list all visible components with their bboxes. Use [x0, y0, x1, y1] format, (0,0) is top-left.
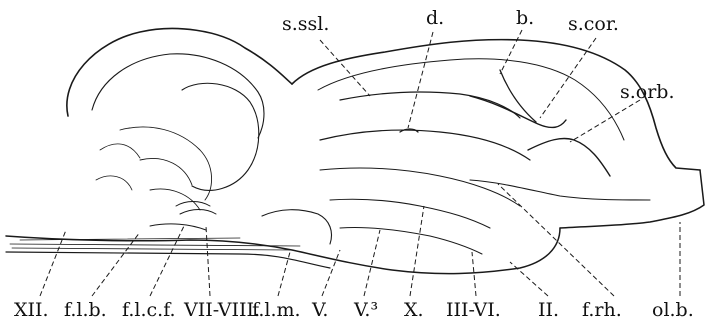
label-sorb: s.orb. — [620, 81, 675, 103]
cerebellum-folia-3 — [96, 144, 140, 190]
leader-v3 — [364, 230, 380, 296]
leader-b — [500, 30, 522, 74]
cerebellum-folia-2 — [140, 158, 200, 210]
temporal-fold-1 — [320, 168, 520, 206]
leader-flb — [92, 232, 140, 296]
leader-ii — [510, 262, 548, 296]
label-b: b. — [516, 7, 534, 29]
label-frh: f.rh. — [582, 299, 622, 321]
cerebellum-inner-fold — [92, 54, 264, 138]
label-sssl: s.ssl. — [282, 13, 329, 35]
label-vii-viii: VII-VIII. — [183, 299, 260, 321]
sulcus-lateral — [320, 130, 530, 160]
rhinal-fold — [470, 180, 650, 200]
label-flm: f.l.m. — [252, 299, 301, 321]
cerebrum-dorsal-inner — [318, 59, 624, 140]
leader-scor — [540, 38, 596, 118]
label-ii: II. — [538, 299, 559, 321]
bottom-labels: XII. f.l.b. f.l.c.f. VII-VIII. f.l.m. V.… — [14, 299, 694, 321]
label-flcf: f.l.c.f. — [122, 299, 176, 321]
hindbrain-nerve-roots — [150, 202, 216, 231]
sulcus-suprasylvian — [340, 92, 520, 118]
leader-vii-viii — [206, 226, 210, 296]
olfactory-bulb-outline — [560, 170, 704, 228]
leader-x — [410, 206, 424, 296]
leader-flcf — [150, 226, 184, 296]
cerebellum-lobe — [182, 83, 259, 190]
top-labels: s.ssl. d. b. s.cor. s.orb. — [282, 7, 675, 103]
label-d: d. — [426, 7, 444, 29]
temporal-fold-2 — [330, 199, 490, 228]
leader-sssl — [320, 40, 370, 96]
label-scor: s.cor. — [568, 13, 619, 35]
brain-drawing — [6, 29, 704, 274]
leader-iii-vi — [472, 252, 476, 296]
sulcus-orbital — [528, 138, 610, 176]
brain-ventral-outline — [6, 228, 560, 274]
label-iii-vi: III-VI. — [446, 299, 501, 321]
label-xii: XII. — [14, 299, 49, 321]
label-flb: f.l.b. — [64, 299, 107, 321]
label-v: V. — [311, 299, 328, 321]
cerebellum-outline — [67, 29, 292, 116]
label-v3: V.³ — [353, 299, 378, 321]
pons-outline — [262, 210, 332, 244]
leader-frh — [498, 184, 614, 296]
temporal-fold-3 — [340, 227, 482, 254]
label-x: X. — [404, 299, 424, 321]
label-olb: ol.b. — [652, 299, 694, 321]
leader-lines — [40, 30, 680, 296]
